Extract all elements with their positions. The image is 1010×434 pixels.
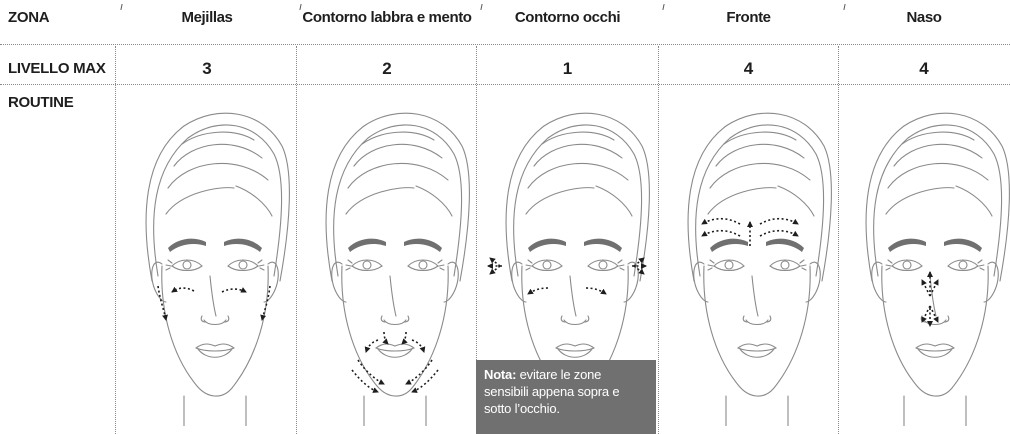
warning-note: Nota: evitare le zone sensibili appena s… bbox=[476, 360, 656, 434]
level-mejillas: 3 bbox=[202, 59, 212, 78]
note-text: evitare le zone sensibili appena sopra e… bbox=[484, 367, 620, 416]
level-naso: 4 bbox=[919, 59, 929, 78]
column-divider bbox=[115, 46, 116, 434]
face-illustration-naso bbox=[842, 96, 1010, 426]
zone-header-fronte: Fronte bbox=[726, 8, 771, 26]
routine-arrows-cheeks bbox=[157, 285, 271, 321]
face-illustration-mejillas bbox=[122, 96, 292, 426]
livello-max-label: LIVELLO MAX bbox=[8, 60, 106, 77]
level-occhi: 1 bbox=[562, 59, 573, 78]
routine-arrows-lips-chin bbox=[351, 331, 439, 393]
column-divider bbox=[838, 46, 839, 434]
column-divider bbox=[476, 46, 477, 434]
zona-label: ZONA bbox=[8, 9, 50, 26]
zone-header-occhi: Contorno occhi bbox=[514, 8, 621, 26]
face-illustration-occhi bbox=[487, 96, 652, 426]
routine-arrows-eyes bbox=[487, 257, 647, 295]
routine-arrows-forehead bbox=[701, 217, 799, 246]
routine-arrows-nose bbox=[921, 271, 939, 327]
routine-label: ROUTINE bbox=[8, 94, 74, 111]
level-fronte: 4 bbox=[743, 59, 754, 78]
level-divider bbox=[0, 84, 1010, 85]
face-illustration-fronte bbox=[664, 96, 834, 426]
note-title: Nota: bbox=[484, 367, 517, 382]
column-divider bbox=[296, 46, 297, 434]
zone-header-labbra-mento: Contorno labbra e mento bbox=[302, 8, 472, 26]
zone-header-naso: Naso bbox=[906, 8, 942, 26]
face-illustration-labbra-mento bbox=[302, 96, 472, 426]
column-divider bbox=[658, 46, 659, 434]
zone-header-mejillas: Mejillas bbox=[181, 8, 233, 26]
level-labbra-mento: 2 bbox=[382, 59, 392, 78]
header-divider bbox=[0, 44, 1010, 45]
